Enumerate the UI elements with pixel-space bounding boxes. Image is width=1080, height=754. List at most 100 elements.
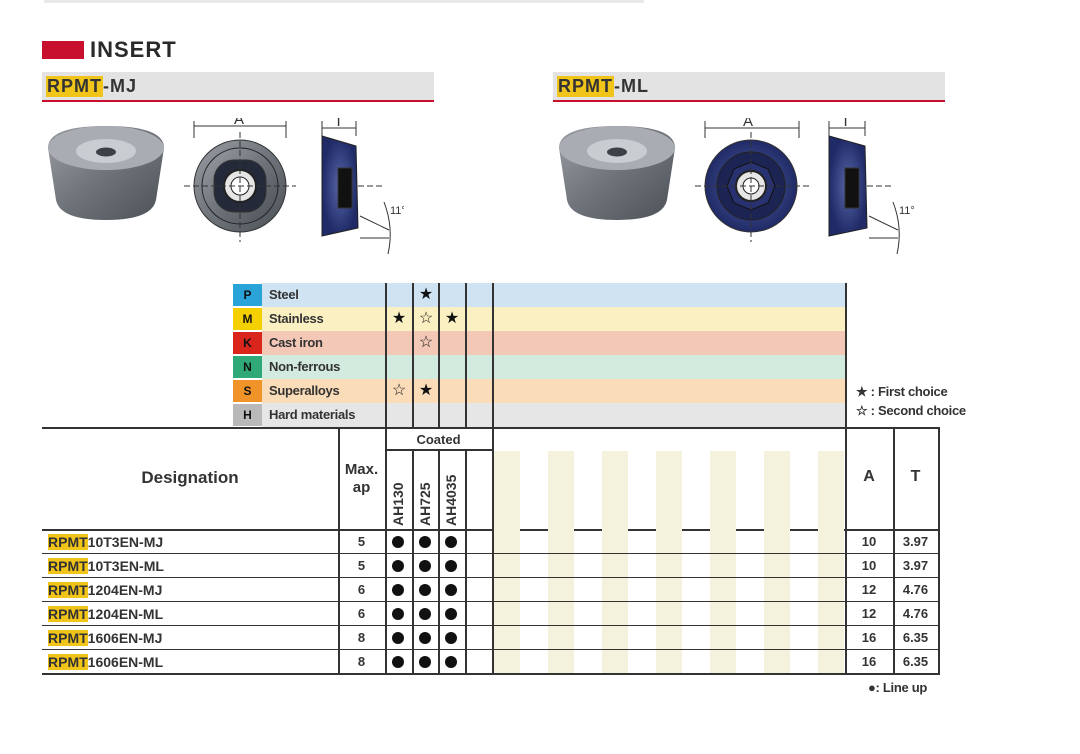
designation-cell: RPMT10T3EN-MJ xyxy=(48,530,338,554)
grade-column-stripe xyxy=(710,451,736,675)
maxap-cell: 5 xyxy=(357,534,366,549)
lineup-dot-icon xyxy=(419,632,431,644)
grade-column-stripe xyxy=(494,451,520,675)
a-cell: 10 xyxy=(861,534,877,549)
designation-suffix: 1204EN-MJ xyxy=(87,582,163,598)
maxap-header-line1: Max. xyxy=(344,461,379,478)
material-code: M xyxy=(233,308,262,330)
grid-line xyxy=(465,449,467,675)
insert-photo-mj xyxy=(48,126,164,220)
designation-prefix: RPMT xyxy=(48,654,88,670)
t-header: T xyxy=(910,468,921,485)
legend-first-choice: ★ : First choice xyxy=(856,384,948,399)
designation-cell: RPMT1204EN-MJ xyxy=(48,578,338,602)
second-choice-icon: ☆ xyxy=(418,310,434,327)
lineup-dot-icon xyxy=(392,584,404,596)
dim-label-t: T xyxy=(841,118,850,130)
maxap-header-line2: ap xyxy=(352,479,371,496)
a-cell: 12 xyxy=(861,606,877,621)
a-header: A xyxy=(863,468,875,485)
type-prefix: RPMT xyxy=(46,75,103,97)
material-name: Superalloys xyxy=(269,383,340,398)
grid-line xyxy=(938,427,940,675)
section-title: INSERT xyxy=(90,37,177,62)
material-name: Cast iron xyxy=(269,335,323,350)
row-divider xyxy=(42,553,940,554)
designation-cell: RPMT1606EN-MJ xyxy=(48,626,338,650)
insert-top-view-ml xyxy=(695,121,809,242)
row-divider xyxy=(42,673,940,675)
material-code: H xyxy=(233,404,262,426)
lineup-dot-icon xyxy=(392,632,404,644)
material-name: Stainless xyxy=(269,311,324,326)
lineup-dot-icon xyxy=(419,560,431,572)
designation-prefix: RPMT xyxy=(48,558,88,574)
grid-line xyxy=(845,283,847,675)
dim-label-a: A xyxy=(234,118,244,128)
first-choice-icon: ★ xyxy=(444,310,460,327)
designation-suffix: 1204EN-ML xyxy=(87,606,164,622)
grid-line xyxy=(338,427,340,675)
t-cell: 3.97 xyxy=(902,558,929,573)
designation-prefix: RPMT xyxy=(48,534,88,550)
header-bottom-border xyxy=(42,529,940,531)
designation-cell: RPMT10T3EN-ML xyxy=(48,554,338,578)
designation-suffix: 1606EN-MJ xyxy=(87,630,163,646)
grid-line xyxy=(492,283,494,675)
maxap-cell: 5 xyxy=(357,558,366,573)
lineup-dot-icon xyxy=(392,536,404,548)
first-choice-icon: ★ xyxy=(391,310,407,327)
material-name: Hard materials xyxy=(269,407,356,422)
insert-top-view-mj xyxy=(184,121,296,242)
row-divider xyxy=(42,649,940,650)
grade-header-ah130: AH130 xyxy=(390,482,406,526)
t-cell: 4.76 xyxy=(902,606,929,621)
lineup-dot-icon xyxy=(392,656,404,668)
a-cell: 10 xyxy=(861,558,877,573)
section-header: INSERT xyxy=(42,37,177,62)
grade-header-ah4035: AH4035 xyxy=(443,474,459,526)
type-suffix: -MJ xyxy=(103,75,137,96)
t-cell: 6.35 xyxy=(902,630,929,645)
second-choice-icon: ☆ xyxy=(391,382,407,399)
lineup-dot-icon xyxy=(419,584,431,596)
row-divider xyxy=(42,601,940,602)
lineup-dot-icon xyxy=(445,536,457,548)
designation-cell: RPMT1204EN-ML xyxy=(48,602,338,626)
table-top-border xyxy=(42,427,940,429)
lineup-dot-icon xyxy=(392,608,404,620)
lineup-dot-icon xyxy=(419,608,431,620)
material-code: P xyxy=(233,284,262,306)
material-row: M Stainless ★ ☆ ★ xyxy=(233,307,846,331)
t-cell: 3.97 xyxy=(902,534,929,549)
grid-line xyxy=(412,283,414,429)
top-divider xyxy=(44,0,644,3)
type-header-mj: RPMT-MJ xyxy=(42,72,434,102)
material-name: Non-ferrous xyxy=(269,359,341,374)
dim-label-a: A xyxy=(743,118,753,130)
grade-column-stripe xyxy=(764,451,790,675)
material-row: H Hard materials xyxy=(233,403,846,427)
lineup-dot-icon xyxy=(445,632,457,644)
grade-column-stripe xyxy=(656,451,682,675)
maxap-cell: 8 xyxy=(357,654,366,669)
grid-line xyxy=(385,283,387,675)
grid-line xyxy=(893,427,895,675)
designation-prefix: RPMT xyxy=(48,630,88,646)
first-choice-icon: ★ xyxy=(418,382,434,399)
legend-second-choice: ☆ : Second choice xyxy=(856,403,966,418)
grid-line xyxy=(438,283,440,429)
type-prefix: RPMT xyxy=(557,75,614,97)
angle-label: 11° xyxy=(899,205,915,217)
insert-side-view-mj xyxy=(321,121,391,255)
coated-header: Coated xyxy=(416,432,461,447)
second-choice-icon: ☆ xyxy=(418,334,434,351)
a-cell: 16 xyxy=(861,654,877,669)
dim-label-t: T xyxy=(334,118,343,130)
material-name: Steel xyxy=(269,287,299,302)
maxap-cell: 8 xyxy=(357,630,366,645)
grid-line xyxy=(412,449,414,675)
